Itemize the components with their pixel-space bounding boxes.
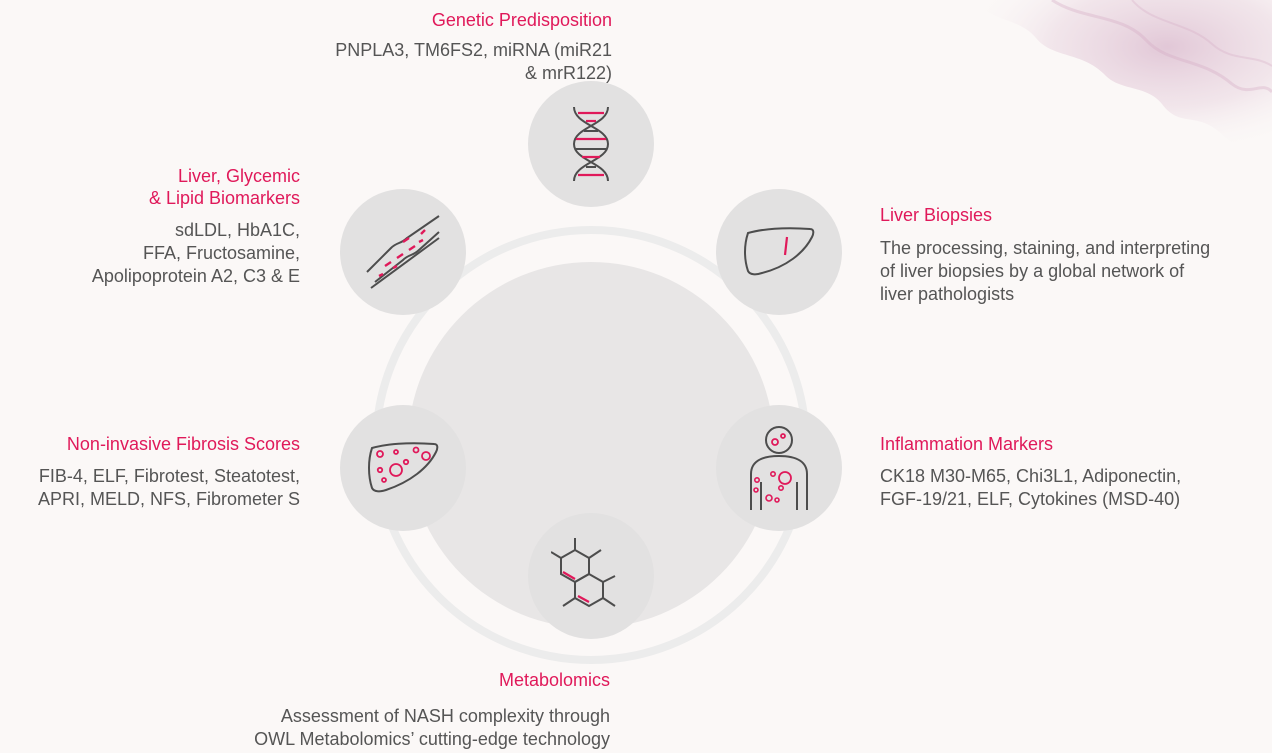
blood-vessel-icon — [366, 215, 440, 289]
metabolomics-line: Assessment of NASH complexity through — [280, 706, 610, 726]
inflamed-person-icon — [750, 426, 808, 510]
biopsy-line: The processing, staining, and interpreti… — [880, 238, 1211, 258]
genetic-line: PNPLA3, TM6FS2, miRNA (miR21 & mrR122) — [335, 40, 612, 83]
liver-biopsy-node — [716, 189, 842, 315]
molecule-icon — [551, 538, 616, 608]
biopsy-line: of liver biopsies by a global network of — [880, 261, 1185, 281]
metabolomics-body: Assessment of NASH complexity through OW… — [200, 705, 610, 751]
genetic-body: PNPLA3, TM6FS2, miRNA (miR21 & mrR122) — [330, 39, 612, 85]
fibrotic-liver-icon — [368, 442, 439, 493]
lipid-body: sdLDL, HbA1C, FFA, Fructosamine, Apolipo… — [40, 219, 300, 288]
lipid-title: Liver, Glycemic & Lipid Biomarkers — [40, 165, 300, 209]
inflammation-title: Inflammation Markers — [880, 434, 1054, 454]
fibrosis-scores-block: Non-invasive Fibrosis Scores FIB-4, ELF,… — [0, 433, 300, 511]
lipid-line: sdLDL, HbA1C, — [174, 220, 300, 240]
lipid-title-line: Liver, Glycemic — [177, 166, 300, 186]
genetic-title: Genetic Predisposition — [431, 10, 612, 30]
dna-icon — [572, 106, 610, 182]
watercolor-decoration — [972, 0, 1272, 157]
genetic-predisposition-block: Genetic Predisposition PNPLA3, TM6FS2, m… — [330, 9, 612, 85]
fibrosis-node — [340, 405, 466, 531]
lipid-title-line: & Lipid Biomarkers — [148, 188, 300, 208]
inflammation-markers-block: Inflammation Markers CK18 M30-M65, Chi3L… — [880, 433, 1260, 511]
metabolomics-line: OWL Metabolomics’ cutting-edge technolog… — [254, 729, 610, 749]
lipid-line: FFA, Fructosamine, — [142, 243, 300, 263]
genetic-node — [528, 81, 654, 207]
liver-icon — [744, 227, 815, 276]
metabolomics-title: Metabolomics — [498, 670, 610, 690]
lipid-line: Apolipoprotein A2, C3 & E — [91, 266, 300, 286]
biopsy-title: Liver Biopsies — [880, 205, 993, 225]
inflammation-node — [716, 405, 842, 531]
inflammation-line: CK18 M30-M65, Chi3L1, Adiponectin, — [880, 466, 1182, 486]
liver-biopsies-block: Liver Biopsies The processing, staining,… — [880, 204, 1260, 306]
fibrosis-body: FIB-4, ELF, Fibrotest, Steatotest, APRI,… — [0, 465, 300, 511]
fibrosis-line: APRI, MELD, NFS, Fibrometer S — [37, 489, 300, 509]
biopsy-body: The processing, staining, and interpreti… — [880, 237, 1260, 306]
biopsy-line: liver pathologists — [880, 284, 1015, 304]
fibrosis-title: Non-invasive Fibrosis Scores — [66, 434, 300, 454]
lipid-biomarkers-block: Liver, Glycemic & Lipid Biomarkers sdLDL… — [40, 165, 300, 288]
metabolomics-node — [528, 513, 654, 639]
inflammation-line: FGF-19/21, ELF, Cytokines (MSD-40) — [880, 489, 1181, 509]
metabolomics-block: Metabolomics Assessment of NASH complexi… — [200, 669, 610, 751]
lipid-biomarkers-node — [340, 189, 466, 315]
inflammation-body: CK18 M30-M65, Chi3L1, Adiponectin, FGF-1… — [880, 465, 1260, 511]
fibrosis-line: FIB-4, ELF, Fibrotest, Steatotest, — [38, 466, 300, 486]
